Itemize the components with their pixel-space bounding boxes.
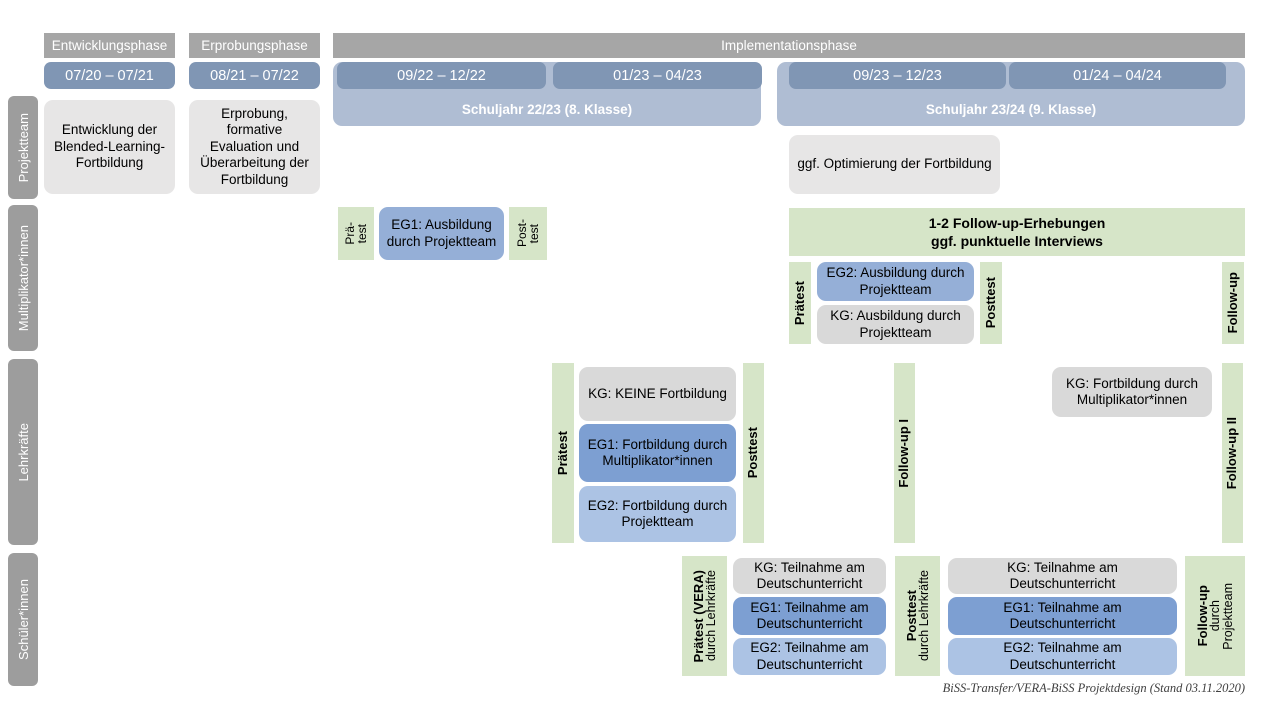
row-label-text: Lehrkräfte bbox=[15, 422, 31, 482]
box-kg-ausbildung-projektteam: KG: Ausbildung durch Projektteam bbox=[817, 305, 974, 344]
row-label-projektteam: Projektteam bbox=[8, 96, 38, 199]
followup-label: Follow-up bbox=[1224, 272, 1240, 334]
box-label: EG1: Fortbildung durch Multiplikator*inn… bbox=[587, 436, 728, 468]
phase-label: Implementationsphase bbox=[721, 38, 857, 53]
date-chip-0821-0722: 08/21 – 07/22 bbox=[189, 62, 320, 89]
phase-header-implementationsphase: Implementationsphase bbox=[333, 33, 1245, 58]
box-label: ggf. Optimierung der Fortbildung bbox=[797, 156, 992, 172]
phase-header-erprobungsphase: Erprobungsphase bbox=[189, 33, 320, 58]
box-label: EG2: Teilnahme am Deutschunterricht bbox=[750, 640, 869, 672]
greenbar-followup-1-lehrkraefte: Follow-up I bbox=[894, 363, 915, 543]
box-label: Entwicklung der Blended-Learning-Fortbil… bbox=[53, 122, 166, 171]
phase-label: Erprobungsphase bbox=[201, 38, 308, 53]
banner-line-1: 1-2 Follow-up-Erhebungen bbox=[928, 214, 1106, 231]
greenbar-followup-multiplikatoren: Follow-up bbox=[1222, 262, 1244, 344]
box-label: EG1: Teilnahme am Deutschunterricht bbox=[1003, 599, 1122, 631]
box-label: Erprobung, formative Evaluation und Über… bbox=[200, 105, 309, 187]
date-label: 01/23 – 04/23 bbox=[613, 67, 702, 84]
date-label: 08/21 – 07/22 bbox=[210, 67, 299, 84]
box-label: KG: Teilnahme am Deutschunterricht bbox=[1007, 559, 1118, 591]
greenbar-posttest-multiplikatoren-2: Posttest bbox=[980, 262, 1002, 344]
box-eg1-fortbildung-multiplikatoren: EG1: Fortbildung durch Multiplikator*inn… bbox=[579, 424, 736, 482]
greenbar-praetest-multiplikatoren-2: Prätest bbox=[789, 262, 811, 344]
greenbar-praetest-lehrkraefte: Prätest bbox=[552, 363, 574, 543]
date-label: 09/23 – 12/23 bbox=[853, 67, 942, 84]
phase-header-entwicklungsphase: Entwicklungsphase bbox=[44, 33, 175, 58]
greenbar-posttest-schueler: Posttest durch Lehrkräfte bbox=[895, 556, 940, 676]
banner-followup-erhebungen: 1-2 Follow-up-Erhebungen ggf. punktuelle… bbox=[789, 208, 1245, 256]
box-kg-teilnahme-deutschunterricht-1: KG: Teilnahme am Deutschunterricht bbox=[733, 558, 886, 594]
box-eg1-ausbildung-projektteam: EG1: Ausbildung durch Projektteam bbox=[379, 207, 504, 260]
box-eg1-teilnahme-deutschunterricht-2: EG1: Teilnahme am Deutschunterricht bbox=[948, 597, 1177, 635]
row-label-text: Projektteam bbox=[15, 112, 31, 183]
date-chip-0123-0423: 01/23 – 04/23 bbox=[553, 62, 762, 89]
praetest-main-label: Prätest (VERA) bbox=[690, 569, 706, 663]
date-chip-0124-0424: 01/24 – 04/24 bbox=[1009, 62, 1226, 89]
school-year-label: Schuljahr 23/24 (9. Klasse) bbox=[925, 102, 1097, 117]
praetest-label: Prätest bbox=[554, 430, 570, 476]
box-label: KG: Teilnahme am Deutschunterricht bbox=[754, 559, 865, 591]
greenbar-praetest-multiplikatoren: Prä- test bbox=[338, 207, 374, 260]
date-label: 01/24 – 04/24 bbox=[1073, 67, 1162, 84]
box-eg2-teilnahme-deutschunterricht-2: EG2: Teilnahme am Deutschunterricht bbox=[948, 638, 1177, 675]
followup-label: Follow-up I bbox=[896, 418, 912, 488]
box-label: EG1: Ausbildung durch Projektteam bbox=[386, 217, 497, 249]
posttest-main-label: Posttest bbox=[903, 590, 919, 642]
box-label: KG: Fortbildung durch Multiplikator*inne… bbox=[1065, 375, 1199, 407]
date-label: 07/20 – 07/21 bbox=[65, 67, 154, 84]
box-erprobung-evaluation: Erprobung, formative Evaluation und Über… bbox=[189, 100, 320, 194]
posttest-sub-label: durch Lehrkräfte bbox=[916, 570, 931, 662]
banner-line-2: ggf. punktuelle Interviews bbox=[931, 233, 1103, 249]
footer-source-note: BiSS-Transfer/VERA-BiSS Projektdesign (S… bbox=[942, 681, 1245, 695]
box-ggf-optimierung: ggf. Optimierung der Fortbildung bbox=[789, 135, 1000, 194]
row-label-multiplikatorinnen: Multiplikator*innen bbox=[8, 205, 38, 351]
box-eg2-teilnahme-deutschunterricht-1: EG2: Teilnahme am Deutschunterricht bbox=[733, 638, 886, 675]
greenbar-posttest-multiplikatoren: Post- test bbox=[509, 207, 547, 260]
row-label-schuelerinnen: Schüler*innen bbox=[8, 553, 38, 686]
praetest-sub-label: durch Lehrkräfte bbox=[703, 570, 718, 662]
box-label: EG1: Teilnahme am Deutschunterricht bbox=[750, 599, 869, 631]
box-label: EG2: Fortbildung durch Projektteam bbox=[587, 497, 728, 529]
row-label-text: Multiplikator*innen bbox=[15, 224, 31, 332]
box-kg-fortbildung-multiplikatoren: KG: Fortbildung durch Multiplikator*inne… bbox=[1052, 367, 1212, 417]
box-label: KG: Ausbildung durch Projektteam bbox=[830, 308, 961, 340]
praetest-line-2: test bbox=[355, 223, 369, 244]
greenbar-praetest-vera-schueler: Prätest (VERA) durch Lehrkräfte bbox=[682, 556, 727, 676]
row-label-text: Schüler*innen bbox=[15, 579, 31, 660]
box-label: EG2: Teilnahme am Deutschunterricht bbox=[1003, 640, 1122, 672]
box-eg2-ausbildung-projektteam: EG2: Ausbildung durch Projektteam bbox=[817, 262, 974, 301]
greenbar-followup-schueler: Follow-up durch Projektteam bbox=[1185, 556, 1245, 676]
posttest-line-2: test bbox=[527, 223, 541, 244]
date-chip-0720-0721: 07/20 – 07/21 bbox=[44, 62, 175, 89]
followup-label: Follow-up II bbox=[1224, 416, 1240, 490]
box-label: EG2: Ausbildung durch Projektteam bbox=[826, 265, 965, 297]
box-kg-keine-fortbildung: KG: KEINE Fortbildung bbox=[579, 367, 736, 421]
box-eg1-teilnahme-deutschunterricht-1: EG1: Teilnahme am Deutschunterricht bbox=[733, 597, 886, 635]
greenbar-followup-2-lehrkraefte: Follow-up II bbox=[1222, 363, 1243, 543]
posttest-label: Posttest bbox=[982, 277, 998, 329]
date-chip-0922-1222: 09/22 – 12/22 bbox=[337, 62, 546, 89]
followup-sub-label-1: durch bbox=[1208, 600, 1222, 632]
box-label: KG: KEINE Fortbildung bbox=[588, 385, 727, 401]
box-entwicklung-fortbildung: Entwicklung der Blended-Learning-Fortbil… bbox=[44, 100, 175, 194]
box-eg2-fortbildung-projektteam: EG2: Fortbildung durch Projektteam bbox=[579, 486, 736, 542]
row-label-lehrkraefte: Lehrkräfte bbox=[8, 359, 38, 545]
school-year-label: Schuljahr 22/23 (8. Klasse) bbox=[461, 102, 633, 117]
greenbar-posttest-lehrkraefte: Posttest bbox=[743, 363, 764, 543]
praetest-label: Prätest bbox=[791, 280, 807, 326]
box-kg-teilnahme-deutschunterricht-2: KG: Teilnahme am Deutschunterricht bbox=[948, 558, 1177, 594]
posttest-label: Posttest bbox=[745, 427, 761, 479]
date-label: 09/22 – 12/22 bbox=[397, 67, 486, 84]
phase-label: Entwicklungsphase bbox=[51, 38, 168, 53]
followup-sub-label-2: Projektteam bbox=[1220, 582, 1235, 650]
date-chip-0923-1223: 09/23 – 12/23 bbox=[789, 62, 1006, 89]
